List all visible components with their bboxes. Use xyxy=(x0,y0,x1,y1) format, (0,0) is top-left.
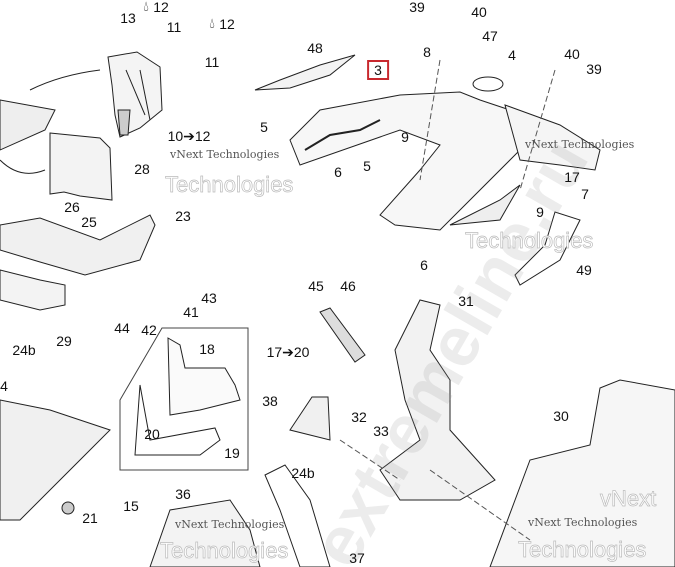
callout-13: 13 xyxy=(120,10,136,26)
watermark: vNext Technologies xyxy=(528,516,638,529)
fairing-3 xyxy=(289,76,521,231)
callout-47: 47 xyxy=(482,28,498,44)
callout-41: 41 xyxy=(183,304,199,320)
callout-44: 44 xyxy=(114,320,130,336)
callout-38: 38 xyxy=(262,393,278,409)
oil-drop-icon: 💧︎ xyxy=(209,15,215,31)
callout-12: 12 xyxy=(219,16,235,32)
callout-10-12: 10➔12 xyxy=(167,128,211,144)
panel-28 xyxy=(49,132,113,201)
panel-48 xyxy=(254,54,356,91)
callout-37: 37 xyxy=(349,550,365,566)
callout-12: 12 xyxy=(153,0,169,15)
callout-9: 9 xyxy=(536,204,544,220)
callout-17: 17 xyxy=(564,169,580,185)
callout-33: 33 xyxy=(373,423,389,439)
callout-11: 11 xyxy=(166,19,182,35)
callout-9: 9 xyxy=(401,129,409,145)
oil-drop-icon: 💧︎ xyxy=(143,0,149,14)
callout-45: 45 xyxy=(308,278,324,294)
callout-40: 40 xyxy=(564,46,580,62)
callout-23: 23 xyxy=(175,208,191,224)
callout-36: 36 xyxy=(175,486,191,502)
trim-49 xyxy=(514,211,581,286)
callout-24b: 24b xyxy=(291,465,315,481)
watermark: vNext Technologies xyxy=(170,148,280,161)
callout-11: 11 xyxy=(204,54,220,70)
callout-20: 20 xyxy=(144,426,160,442)
callout-21: 21 xyxy=(82,510,98,526)
watermark-big: Technologies xyxy=(518,537,647,563)
callout-40: 40 xyxy=(471,4,487,20)
callout-3-highlighted[interactable]: 3 xyxy=(367,60,389,80)
duct-31-frame xyxy=(319,299,496,501)
watermark-big: Technologies xyxy=(465,228,594,254)
duct-23 xyxy=(0,214,156,276)
watermark: vNext Technologies xyxy=(525,138,635,151)
callout-43: 43 xyxy=(201,290,217,306)
watermark-big: Technologies xyxy=(160,538,289,564)
callout-32: 32 xyxy=(351,409,367,425)
panel-36-37 xyxy=(149,464,331,567)
callout-7: 7 xyxy=(581,186,589,202)
callout-25: 25 xyxy=(81,214,97,230)
callout-8: 8 xyxy=(423,44,431,60)
callout-31: 31 xyxy=(458,293,474,309)
callout-24b: 24b xyxy=(12,342,36,358)
callout-30: 30 xyxy=(553,408,569,424)
callout-5: 5 xyxy=(363,158,371,174)
callout-17-20: 17➔20 xyxy=(266,344,310,360)
callout-26: 26 xyxy=(64,199,80,215)
callout-42: 42 xyxy=(141,322,157,338)
watermark-big: vNext xyxy=(600,486,657,512)
callout-28: 28 xyxy=(134,161,150,177)
side-panel-right xyxy=(449,104,601,226)
callout-39: 39 xyxy=(586,61,602,77)
callout-19: 19 xyxy=(224,445,240,461)
callout-29: 29 xyxy=(56,333,72,349)
callout-6: 6 xyxy=(334,164,342,180)
callout-4: 4 xyxy=(508,47,516,63)
callout-49: 49 xyxy=(576,262,592,278)
panel-30 xyxy=(489,379,675,567)
callout-15: 15 xyxy=(123,498,139,514)
watermark-big: Technologies xyxy=(165,172,294,198)
panel-lower-left xyxy=(0,399,111,521)
side-panel-left xyxy=(0,99,56,174)
deflector-38 xyxy=(289,396,331,441)
callout-46: 46 xyxy=(340,278,356,294)
callout-4: 4 xyxy=(0,378,8,394)
callout-5: 5 xyxy=(260,119,268,135)
bracket-left xyxy=(0,269,66,311)
inset-17-20 xyxy=(119,327,249,471)
arrow xyxy=(29,69,101,91)
headlight-bracket-10 xyxy=(107,51,163,138)
callout-6: 6 xyxy=(420,257,428,273)
leader-lines xyxy=(339,59,556,541)
callout-18: 18 xyxy=(199,341,215,357)
callout-39: 39 xyxy=(409,0,425,15)
callout-48: 48 xyxy=(307,40,323,56)
watermark: vNext Technologies xyxy=(175,518,285,531)
